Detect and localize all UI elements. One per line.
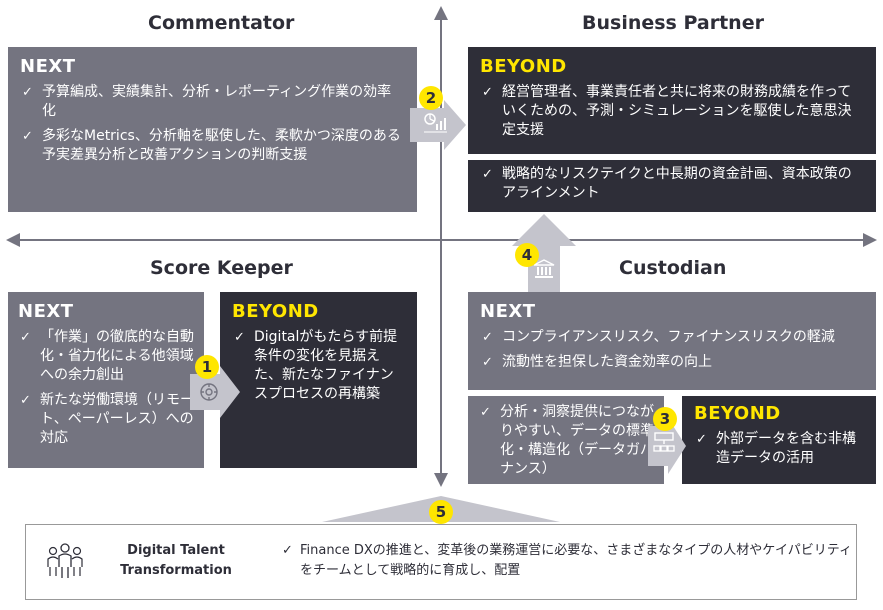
- digital-talent-label-line1: Digital Talent: [127, 543, 225, 558]
- step-2-badge: 2: [419, 86, 443, 110]
- quadrant-title-commentator: Commentator: [148, 12, 295, 34]
- score-keeper-beyond-title: BEYOND: [232, 301, 319, 322]
- custodian-next-item-2: 流動性を担保した資金効率の向上: [480, 353, 864, 372]
- score-keeper-beyond-box: BEYOND Digitalがもたらす前提条件の変化を見据えた、新たなファイナン…: [220, 292, 417, 468]
- commentator-item-2: 多彩なMetrics、分析軸を駆使した、柔軟かつ深度のある予実差異分析と改善アク…: [20, 127, 405, 165]
- custodian-next-title: NEXT: [480, 301, 536, 322]
- gear-cycle-icon: [198, 381, 220, 407]
- data-structure-icon: [652, 430, 676, 458]
- custodian-sub-box: 分析・洞察提供につながりやすい、データの標準化・構造化（データガバナンス）: [468, 396, 664, 484]
- business-partner-beyond-title: BEYOND: [480, 56, 567, 77]
- custodian-beyond-item: 外部データを含む非構造データの活用: [694, 430, 864, 468]
- step-4-badge: 4: [515, 243, 539, 267]
- score-keeper-next-title: NEXT: [18, 301, 74, 322]
- digital-talent-text-line2: をチームとして戦略的に育成し、配置: [300, 563, 521, 578]
- step-3-badge: 3: [653, 407, 677, 431]
- step-5-badge: 5: [429, 500, 453, 524]
- score-keeper-beyond-item: Digitalがもたらす前提条件の変化を見据えた、新たなファイナンスプロセスの再…: [232, 328, 407, 404]
- business-partner-extra-item: 戦略的なリスクテイクと中長期の資金計画、資本政策のアラインメント: [480, 165, 864, 203]
- custodian-next-box: NEXT コンプライアンスリスク、ファイナンスリスクの軽減 流動性を担保した資金…: [468, 292, 876, 390]
- business-partner-item-1: 経営管理者、事業責任者と共に将来の財務成績を作っていくための、予測・シミュレーシ…: [480, 83, 864, 140]
- digital-talent-label-line2: Transformation: [120, 563, 232, 578]
- score-keeper-next-item-1: 「作業」の徹底的な自動化・省力化による他領域への余力創出: [18, 328, 194, 385]
- chart-report-icon: [422, 110, 448, 140]
- score-keeper-next-box: NEXT 「作業」の徹底的な自動化・省力化による他領域への余力創出 新たな労働環…: [8, 292, 204, 468]
- custodian-next-item-1: コンプライアンスリスク、ファイナンスリスクの軽減: [480, 328, 864, 347]
- business-partner-beyond-box: BEYOND 経営管理者、事業責任者と共に将来の財務成績を作っていくための、予測…: [468, 47, 876, 154]
- business-partner-extra-box: 戦略的なリスクテイクと中長期の資金計画、資本政策のアラインメント: [468, 160, 876, 212]
- quadrant-title-score-keeper: Score Keeper: [150, 257, 293, 279]
- score-keeper-next-item-2: 新たな労働環境（リモート、ペーパーレス）への対応: [18, 391, 194, 448]
- commentator-next-title: NEXT: [20, 56, 76, 77]
- step-1-badge: 1: [195, 355, 219, 379]
- people-group-icon: [46, 541, 84, 585]
- digital-talent-box: Digital Talent Transformation Finance DX…: [25, 524, 857, 600]
- step4-arrow: [512, 214, 576, 297]
- quadrant-title-custodian: Custodian: [619, 257, 727, 279]
- commentator-next-box: NEXT 予算編成、実績集計、分析・レポーティング作業の効率化 多彩なMetri…: [8, 47, 417, 212]
- commentator-item-1: 予算編成、実績集計、分析・レポーティング作業の効率化: [20, 83, 405, 121]
- bank-icon: [533, 258, 555, 284]
- custodian-beyond-title: BEYOND: [694, 403, 781, 424]
- digital-talent-text-line1: Finance DXの推進と、変革後の業務運営に必要な、さまざまなタイプの人材や…: [300, 543, 852, 558]
- quadrant-title-business-partner: Business Partner: [582, 12, 764, 34]
- digital-talent-description: Finance DXの推進と、変革後の業務運営に必要な、さまざまなタイプの人材や…: [282, 541, 860, 581]
- digital-talent-label: Digital Talent Transformation: [102, 541, 250, 581]
- custodian-beyond-box: BEYOND 外部データを含む非構造データの活用: [682, 396, 876, 484]
- custodian-sub-item: 分析・洞察提供につながりやすい、データの標準化・構造化（データガバナンス）: [478, 403, 654, 479]
